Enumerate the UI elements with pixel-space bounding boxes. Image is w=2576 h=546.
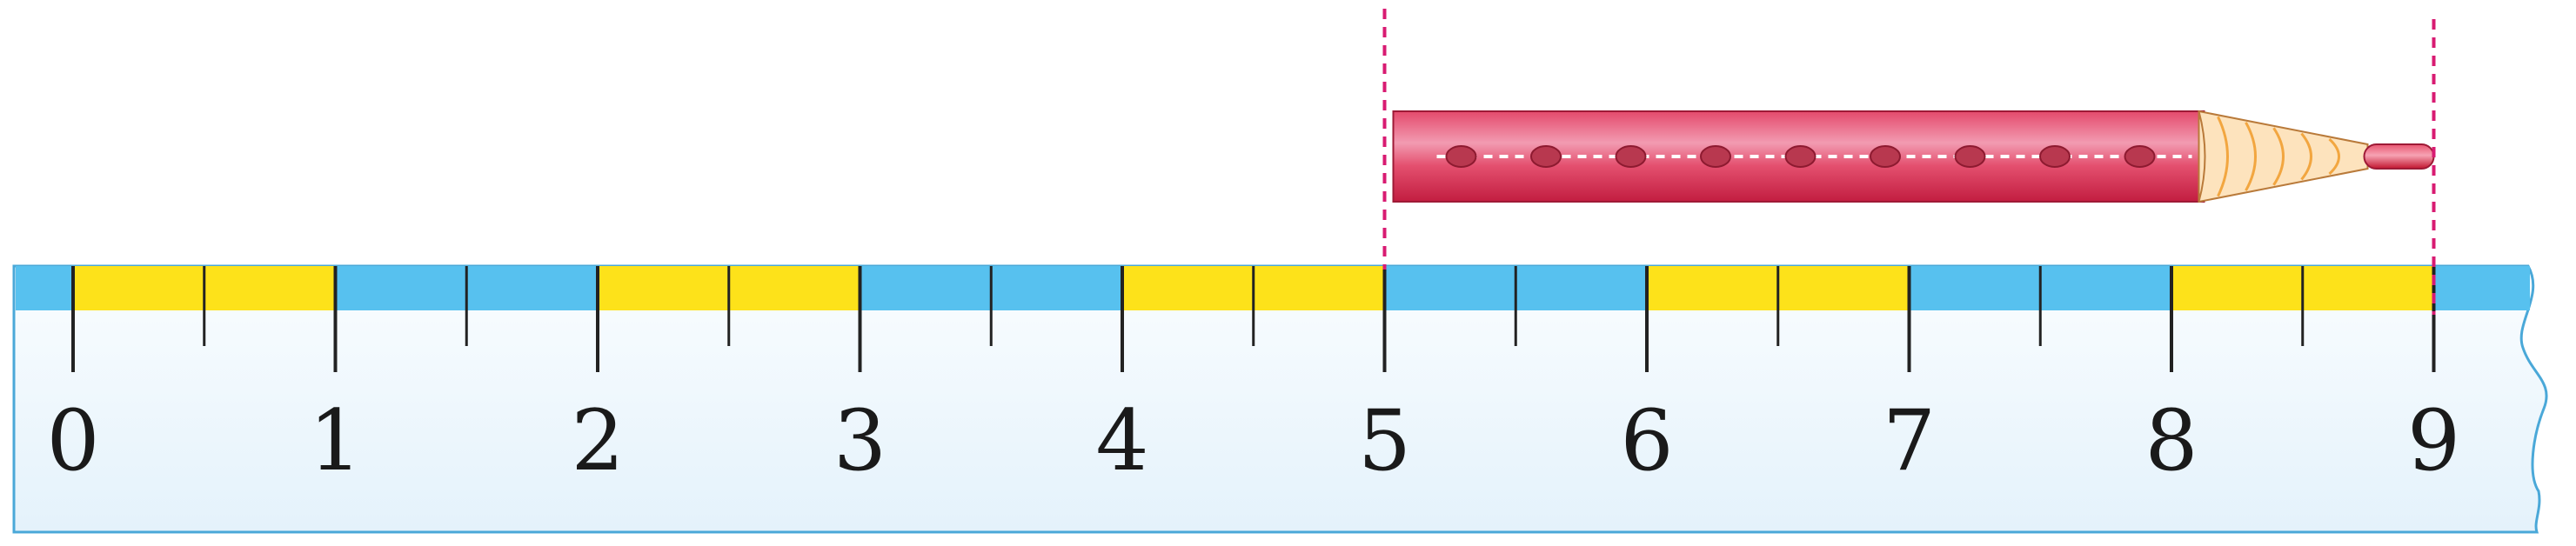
- wood-grain-line-2: [2245, 122, 2257, 191]
- pencil-dot-1: [1530, 145, 1562, 168]
- pencil-dots: [1445, 145, 2156, 168]
- pencil-wood-edge: [2198, 110, 2206, 203]
- pencil-wood-grain: [2198, 110, 2340, 203]
- measurement-guides: [1382, 9, 2436, 315]
- ruler-color-bands: [16, 266, 2530, 310]
- wood-grain-line-1: [2217, 116, 2229, 197]
- pencil-dot-5: [1870, 145, 1901, 168]
- tick-label-5: 5: [1358, 392, 1411, 489]
- pencil-dot-8: [2124, 145, 2156, 168]
- ruler-band-left-edge: [16, 266, 73, 310]
- wood-grain-line-4: [2300, 132, 2312, 181]
- pencil-dot-6: [1954, 145, 1986, 168]
- tick-label-8: 8: [2144, 392, 2198, 489]
- pencil-dot-3: [1700, 145, 1731, 168]
- ruler-labels: 0 1 2 3 4 5 6 7 8 9: [46, 392, 2460, 489]
- ruler-body: [12, 264, 2548, 534]
- tick-label-2: 2: [571, 392, 624, 489]
- tick-label-0: 0: [46, 392, 99, 489]
- pencil-dot-0: [1445, 145, 1477, 168]
- wood-grain-line-5: [2328, 137, 2340, 176]
- pencil-lead-tip: [2363, 143, 2435, 170]
- tick-label-1: 1: [309, 392, 362, 489]
- pencil-dot-2: [1615, 145, 1647, 168]
- pencil: [1392, 110, 2435, 203]
- pencil-dot-7: [2039, 145, 2071, 168]
- pencil-dot-4: [1784, 145, 1817, 168]
- tick-label-4: 4: [1095, 392, 1148, 489]
- tick-label-7: 7: [1883, 392, 1936, 489]
- tick-label-9: 9: [2407, 392, 2460, 489]
- ruler-ticks: [71, 266, 2436, 372]
- ruler-band-right-edge: [2433, 266, 2530, 310]
- tick-label-6: 6: [1620, 392, 1673, 489]
- tick-label-3: 3: [833, 392, 887, 489]
- ruler: 0 1 2 3 4 5 6 7 8 9: [12, 264, 2548, 534]
- wood-grain-line-3: [2272, 127, 2285, 186]
